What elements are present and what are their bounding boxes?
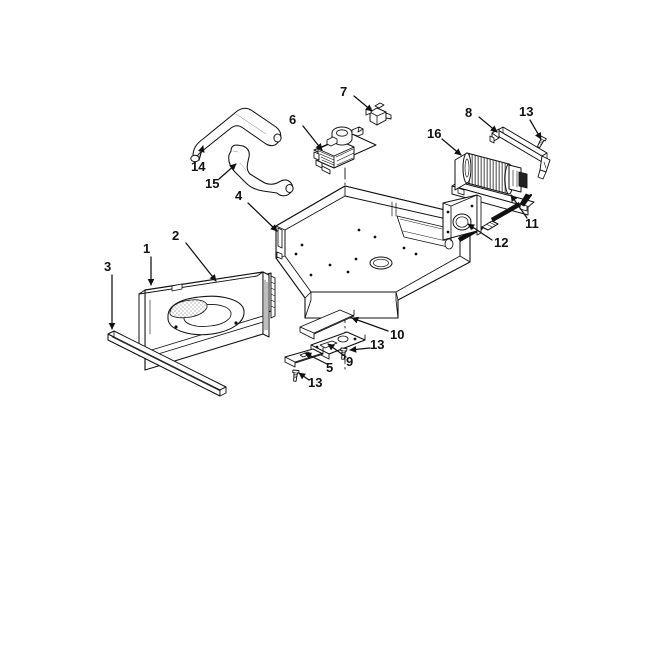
callout-label-2: 2	[172, 228, 180, 243]
callout-label-13: 13	[519, 104, 534, 119]
callout-label-13c: 13	[308, 375, 323, 390]
part-chassis-box	[275, 185, 471, 319]
part-motor-shaft	[457, 193, 533, 242]
part-gas-valve	[313, 126, 377, 175]
callout-label-1: 1	[143, 241, 151, 256]
callout-label-15: 15	[205, 176, 220, 191]
part-small-bracket	[284, 347, 324, 368]
part-mounting-plate	[442, 194, 482, 242]
part-chassis-chute	[299, 309, 355, 340]
part-tube-short	[228, 144, 294, 197]
part-valve-fitting	[365, 102, 392, 126]
callout-label-5: 5	[326, 360, 334, 375]
part-trim-strip	[107, 330, 227, 397]
part-screw-lower-left	[291, 369, 300, 382]
callout-label-6: 6	[289, 112, 297, 127]
callout-label-3: 3	[104, 259, 112, 274]
callout-label-10: 10	[390, 327, 405, 342]
callout-label-11: 11	[525, 216, 539, 231]
callout-label-12: 12	[494, 235, 509, 250]
callout-label-4: 4	[235, 188, 243, 203]
part-blower-wheel	[451, 152, 535, 216]
callout-label-16: 16	[427, 126, 442, 141]
callout-label-13b: 13	[370, 337, 385, 352]
callout-label-7: 7	[340, 84, 348, 99]
callout-label-14: 14	[191, 159, 206, 174]
callout-label-9: 9	[346, 354, 354, 369]
part-tube-long	[190, 107, 282, 163]
part-control-panel	[138, 271, 270, 371]
callout-label-8: 8	[465, 105, 473, 120]
